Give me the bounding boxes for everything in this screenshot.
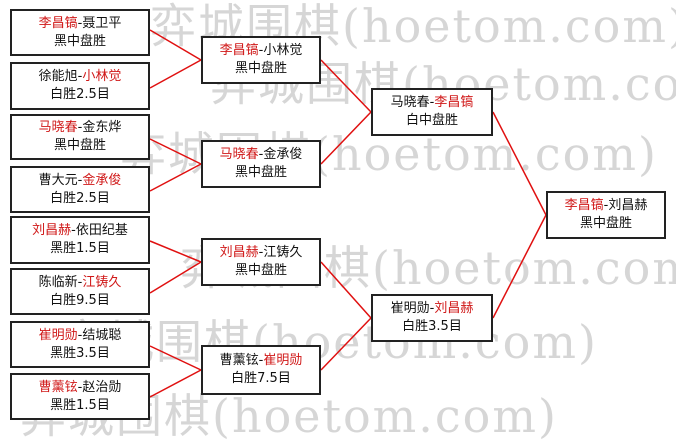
player-name: 刘昌赫 [434, 301, 474, 316]
match-result: 白胜2.5目 [50, 190, 110, 206]
player-name: 金承俊 [263, 147, 303, 162]
match-box: 曹大元-金承俊 白胜2.5目 [10, 166, 150, 213]
match-result: 黑中盘胜 [579, 216, 632, 231]
match-box: 陈临新-江铸久 白胜9.5目 [10, 268, 150, 315]
match-result: 黑胜1.5目 [50, 397, 110, 413]
match-box: 崔明勋-刘昌赫 白胜3.5目 [371, 294, 493, 342]
player-name: 小林觉 [263, 43, 303, 58]
match-result: 黑中盘胜 [53, 33, 106, 49]
match-players: 刘昌赫-江铸久 [219, 245, 303, 260]
match-players: 徐能旭-小林觉 [38, 69, 122, 84]
connector [320, 317, 372, 371]
match-result: 黑胜3.5目 [50, 345, 110, 361]
connector [320, 111, 372, 165]
connector [492, 214, 547, 319]
match-players: 刘昌赫-依田纪基 [32, 223, 128, 238]
player-name: 崔明勋 [263, 353, 303, 368]
match-box: 曹薰铉-赵治勋 黑胜1.5目 [10, 373, 150, 420]
player-name: 刘昌赫 [608, 198, 648, 213]
match-box: 李昌镐-小林觉 黑中盘胜 [201, 36, 321, 84]
player-name: 刘昌赫 [219, 245, 259, 260]
match-players: 马晓春-李昌镐 [390, 95, 474, 110]
match-box: 刘昌赫-依田纪基 黑胜1.5目 [10, 216, 150, 264]
final-match-box: 李昌镐-刘昌赫 黑中盘胜 [546, 191, 666, 239]
player-name: 李昌镐 [219, 43, 259, 58]
match-players: 曹大元-金承俊 [38, 172, 122, 188]
match-result: 白中盘胜 [405, 113, 458, 128]
player-name: 江铸久 [82, 274, 122, 290]
player-name: 曹薰铉 [38, 379, 78, 395]
player-name: 曹大元 [38, 172, 78, 188]
connector [149, 345, 202, 371]
bracket-connectors [149, 29, 547, 398]
match-result: 白胜2.5目 [50, 87, 110, 102]
player-name: 江铸久 [263, 245, 303, 260]
match-players: 崔明勋-刘昌赫 [390, 301, 474, 316]
match-box: 徐能旭-小林觉 白胜2.5目 [10, 62, 150, 110]
connector [149, 369, 202, 398]
player-name: 李昌镐 [38, 15, 78, 31]
match-box: 马晓春-李昌镐 白中盘胜 [371, 88, 493, 136]
match-result: 白胜9.5目 [50, 292, 110, 308]
match-players: 李昌镐-聂卫平 [38, 15, 122, 31]
match-players: 曹薰铉-崔明勋 [219, 353, 303, 368]
match-box: 曹薰铉-崔明勋 白胜7.5目 [201, 345, 321, 395]
connector [149, 29, 202, 61]
player-name: 徐能旭 [38, 69, 78, 84]
player-name: 依田纪基 [75, 223, 128, 238]
connector [149, 59, 202, 89]
player-name: 金承俊 [82, 172, 122, 188]
player-name: 刘昌赫 [32, 223, 72, 238]
match-players: 李昌镐-刘昌赫 [564, 198, 648, 213]
match-box: 马晓春-金承俊 黑中盘胜 [201, 140, 321, 188]
match-box: 马晓春-金东烨 黑中盘胜 [10, 114, 150, 160]
match-result: 黑中盘胜 [53, 138, 106, 153]
player-name: 崔明勋 [38, 327, 78, 343]
match-players: 崔明勋-结城聪 [38, 327, 122, 343]
player-name: 结城聪 [82, 327, 122, 343]
match-result: 白胜3.5目 [402, 319, 462, 334]
match-players: 陈临新-江铸久 [38, 274, 122, 290]
connector [320, 261, 372, 319]
player-name: 赵治勋 [82, 379, 122, 395]
match-players: 马晓春-金东烨 [38, 120, 122, 135]
match-box: 刘昌赫-江铸久 黑中盘胜 [201, 238, 321, 286]
match-result: 黑胜1.5目 [50, 241, 110, 256]
player-name: 李昌镐 [564, 198, 604, 213]
player-name: 曹薰铉 [219, 353, 259, 368]
match-result: 白胜7.5目 [231, 371, 291, 386]
player-name: 李昌镐 [434, 95, 474, 110]
match-players: 李昌镐-小林觉 [219, 43, 303, 58]
player-name: 聂卫平 [82, 15, 122, 31]
match-players: 马晓春-金承俊 [219, 147, 303, 162]
match-box: 李昌镐-聂卫平 黑中盘胜 [10, 9, 150, 56]
player-name: 崔明勋 [390, 301, 430, 316]
player-name: 马晓春 [38, 120, 78, 135]
match-players: 曹薰铉-赵治勋 [38, 379, 122, 395]
match-box: 崔明勋-结城聪 黑胜3.5目 [10, 321, 150, 368]
connector [149, 138, 202, 165]
connector [320, 59, 372, 113]
match-result: 黑中盘胜 [234, 165, 287, 180]
match-result: 黑中盘胜 [234, 61, 287, 76]
player-name: 小林觉 [82, 69, 122, 84]
player-name: 马晓春 [219, 147, 259, 162]
player-name: 金东烨 [82, 120, 122, 135]
match-result: 黑中盘胜 [234, 263, 287, 278]
connector [492, 111, 547, 216]
connector [149, 163, 202, 192]
connector [149, 261, 202, 294]
player-name: 马晓春 [390, 95, 430, 110]
player-name: 陈临新 [38, 274, 78, 290]
connector [149, 240, 202, 263]
